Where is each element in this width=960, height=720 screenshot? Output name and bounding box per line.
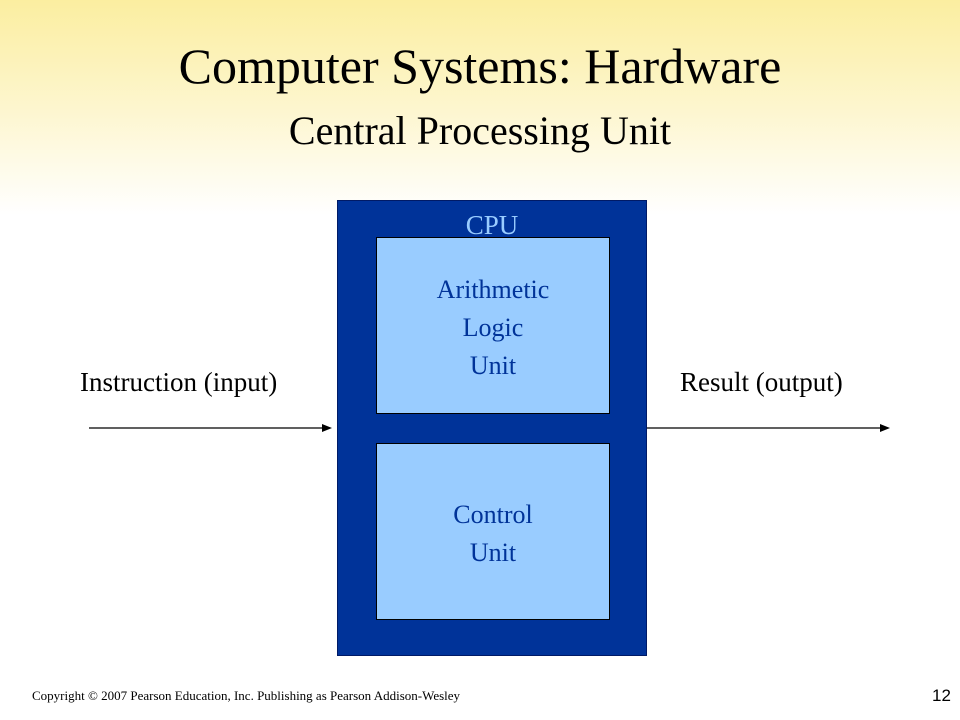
control-unit-label-line-2: Unit (469, 538, 517, 567)
cpu-box: CPU Arithmetic Logic Unit Control Unit (337, 200, 647, 656)
control-unit-box: Control Unit (376, 443, 610, 620)
alu-label-line-2: Logic (462, 313, 524, 342)
slide-subtitle: Central Processing Unit (288, 108, 672, 153)
input-label: Instruction (input) (80, 367, 278, 397)
output-label: Result (output) (680, 367, 843, 397)
copyright-footer: Copyright © 2007 Pearson Education, Inc.… (32, 688, 461, 703)
slide-title: Computer Systems: Hardware (178, 38, 782, 94)
alu-label-line-3: Unit (469, 351, 517, 380)
control-unit-label-line-1: Control (453, 500, 533, 529)
alu-label-line-1: Arithmetic (436, 275, 550, 304)
input-arrow (89, 424, 332, 432)
page-number: 12 (932, 686, 951, 705)
alu-box: Arithmetic Logic Unit (376, 237, 610, 414)
cpu-label: CPU (465, 210, 519, 240)
output-arrow (647, 424, 890, 432)
